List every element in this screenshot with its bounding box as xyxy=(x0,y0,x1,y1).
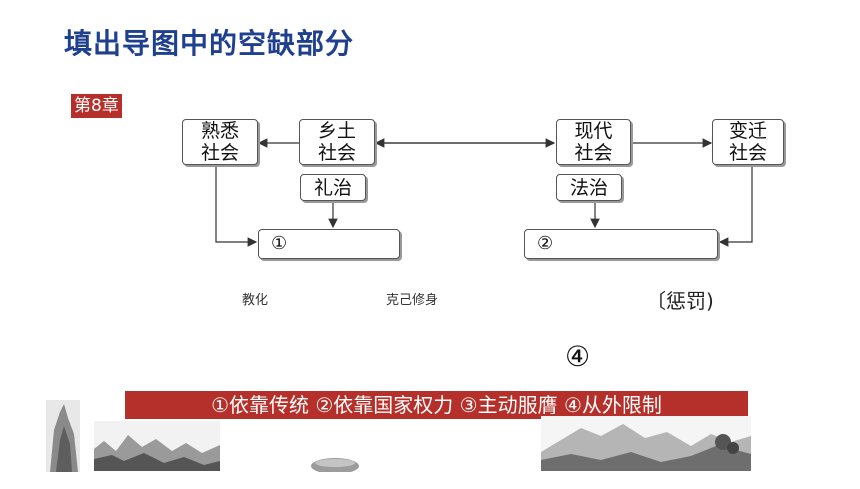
ink-mountain-range-image xyxy=(541,416,751,471)
hint-keji: 克己修身 xyxy=(386,293,439,308)
ink-landscape-image xyxy=(94,421,220,471)
hint-chengfa: 〔惩罚) xyxy=(646,289,714,313)
chapter-tag: 第8章 xyxy=(71,94,122,118)
node-familiar-society: 熟悉 社会 xyxy=(182,119,258,165)
node-rural-society: 乡土 社会 xyxy=(299,119,375,165)
node-modern-society: 现代 社会 xyxy=(556,119,631,165)
node-label: 法治 xyxy=(569,176,608,199)
answer-bar: ①依靠传统 ②依靠国家权力 ③主动服膺 ④从外限制 xyxy=(125,391,748,419)
ink-stone-image xyxy=(311,458,359,472)
node-label: 乡土 社会 xyxy=(317,120,356,164)
node-label: 礼治 xyxy=(313,176,352,199)
node-label: 熟悉 社会 xyxy=(200,120,239,164)
blank-1-box: ① xyxy=(258,229,400,259)
hint-jiaohua: 教化 xyxy=(242,293,269,308)
node-changing-society: 变迁 社会 xyxy=(712,119,784,165)
arrow-familiar-to-blank1 xyxy=(215,163,258,247)
blank-4-marker: ④ xyxy=(565,340,591,373)
arrow-changing-to-blank2 xyxy=(718,163,753,247)
node-rule-by-rites: 礼治 xyxy=(300,174,366,201)
node-label: 现代 社会 xyxy=(574,120,613,164)
page-title: 填出导图中的空缺部分 xyxy=(64,27,355,60)
ink-mountain-image xyxy=(46,400,80,472)
node-label: 变迁 社会 xyxy=(728,120,767,164)
node-rule-by-law: 法治 xyxy=(556,174,622,201)
blank-2-box: ② xyxy=(524,229,718,259)
